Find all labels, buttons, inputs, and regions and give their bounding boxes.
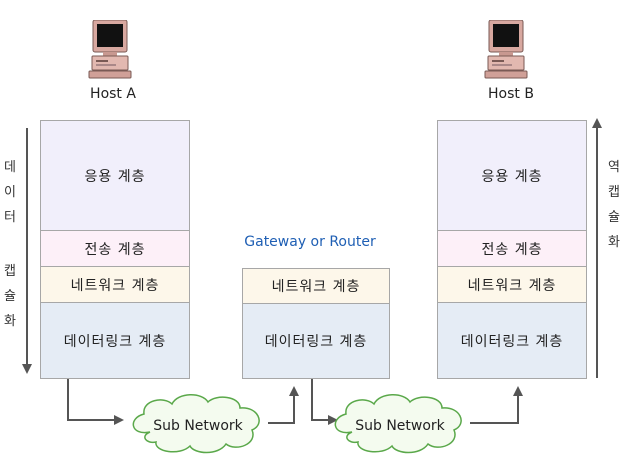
computer-icon-host-a [88,20,132,79]
left-caption-char: 데 [4,160,16,175]
left-caption-char: 슐 [4,289,16,304]
computer-icon-host-b [484,20,528,79]
left-caption-char: 캡 [4,264,16,279]
host-a-datalink-layer: 데이터링크 계층 [40,302,190,379]
sub-network-2-label: Sub Network [355,418,445,434]
gateway-datalink-layer: 데이터링크 계층 [242,303,390,379]
gateway-label: Gateway or Router [244,234,376,250]
host-b-label: Host B [488,86,534,102]
sub-network-1-label: Sub Network [153,418,243,434]
host-a-application-layer: 응용 계층 [40,120,190,231]
subnet-to-gateway-arrow [268,386,299,424]
right-caption-char: 슐 [608,210,620,225]
left-caption-char: 화 [4,314,16,329]
sub-network-cloud-2: Sub Network [334,394,462,454]
host-a-transport-layer: 전송 계층 [40,230,190,267]
right-caption-char: 역 [608,160,620,175]
left-caption-char: 이 [4,185,16,200]
host-a-network-layer: 네트워크 계층 [40,266,190,303]
host-b-datalink-layer: 데이터링크 계층 [437,302,587,379]
sub-network-cloud-1: Sub Network [132,394,260,454]
gateway-network-layer: 네트워크 계층 [242,268,390,304]
host-b-transport-layer: 전송 계층 [437,230,587,267]
right-caption-char: 캡 [608,185,620,200]
host-b-network-layer: 네트워크 계층 [437,266,587,303]
host-a-label: Host A [90,86,136,102]
gateway-to-subnet-arrow [311,379,338,425]
host-a-to-subnet-arrow [67,379,124,425]
host-b-application-layer: 응용 계층 [437,120,587,231]
left-caption-char: 터 [4,210,16,225]
subnet-to-host-b-arrow [470,386,523,424]
right-caption-char: 화 [608,235,620,250]
